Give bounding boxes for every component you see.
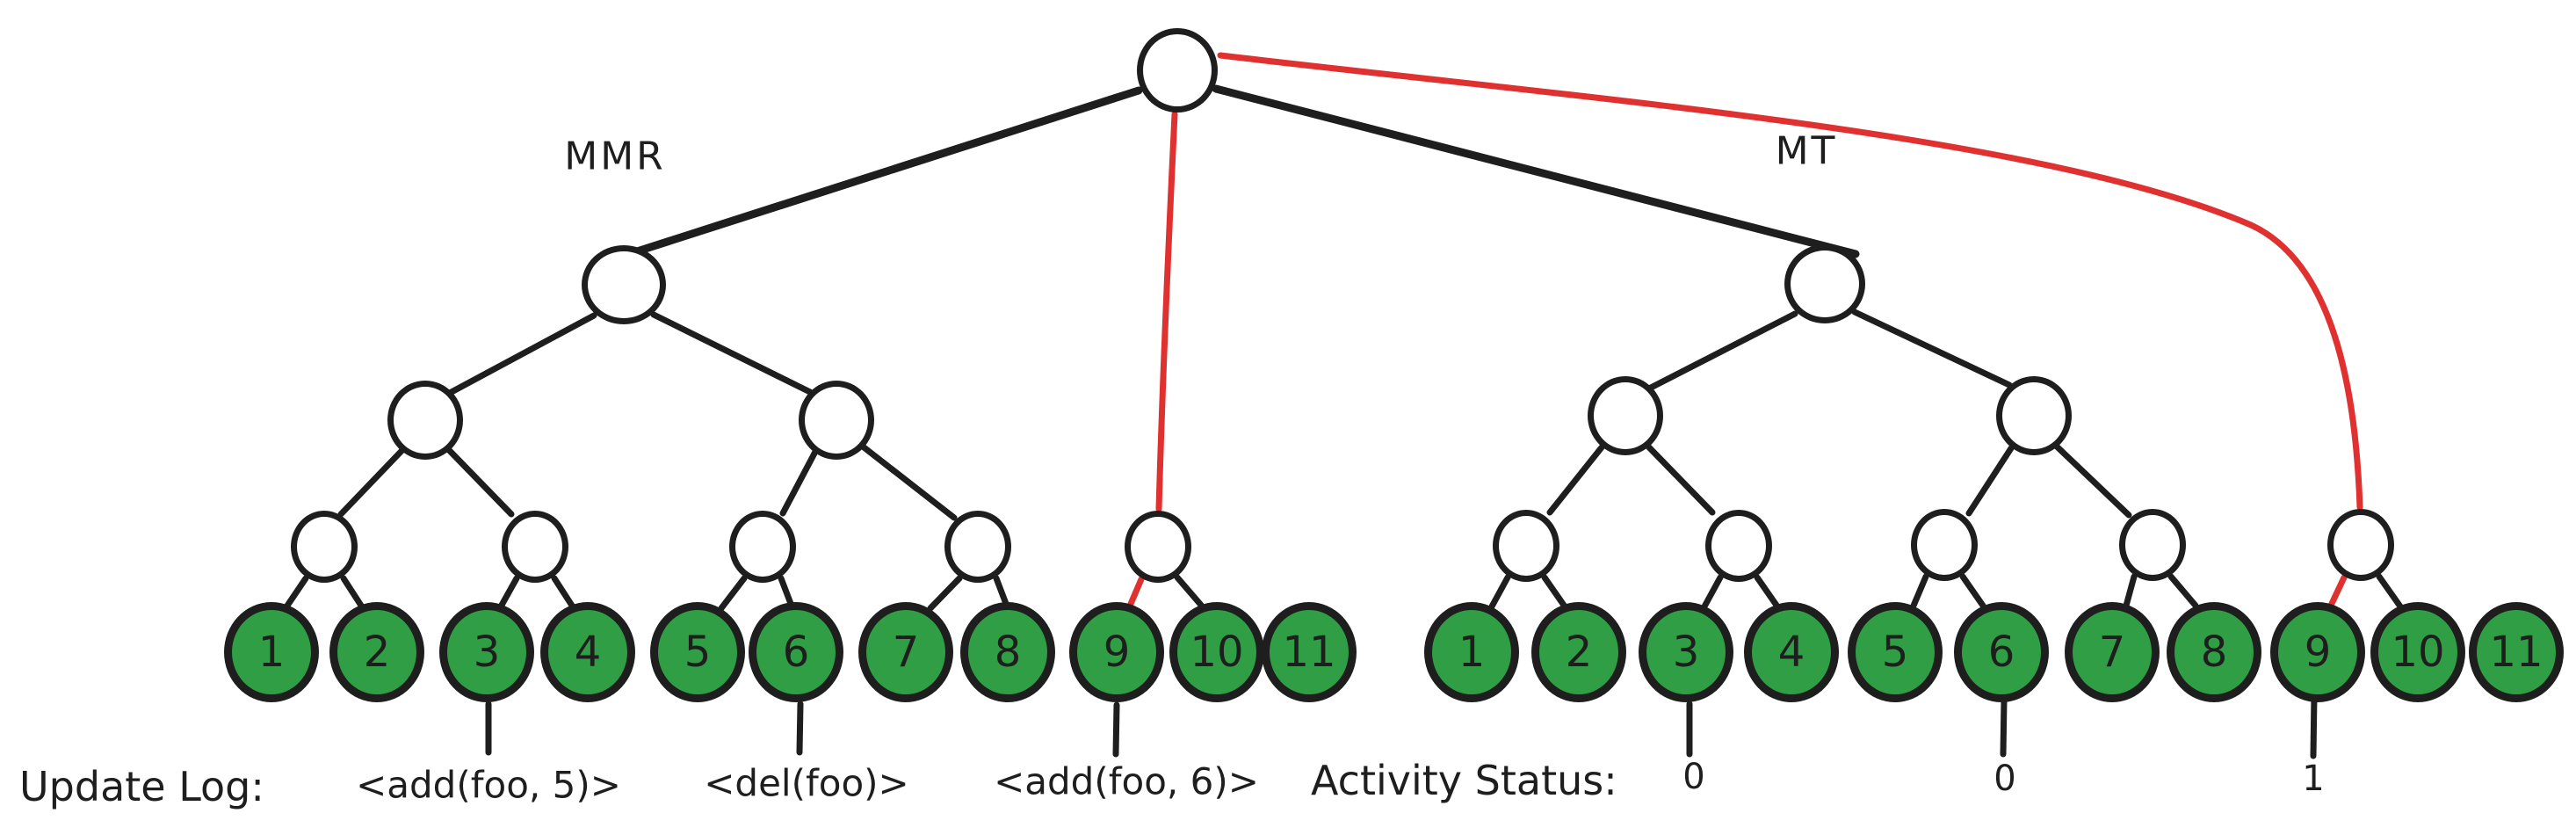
node-mt-leaf-11: 11 (2469, 602, 2564, 702)
node-mmr-leaf-11: 11 (1262, 602, 1357, 702)
node-mmr-p910 (1125, 511, 1191, 583)
edge-mt-l3left-p12 (1546, 444, 1605, 516)
edge-mt-p910-leaf10 (2376, 573, 2404, 610)
node-mt-p12 (1493, 510, 1559, 582)
edge-mt-p56-leaf6 (1959, 573, 1986, 609)
edge-mmr-l2-l3right (650, 311, 814, 396)
edge-mmr-p78-leaf7 (927, 575, 963, 612)
edge-mmr-l3right-p78 (859, 443, 958, 521)
node-mmr-p78 (944, 511, 1011, 583)
node-mmr-leaf-3: 3 (439, 602, 534, 702)
node-mt-leaf-4: 4 (1744, 602, 1839, 702)
mmr-tree-label: MMR (564, 134, 666, 179)
tick-mt-leaf9 (2310, 692, 2318, 759)
node-mt-leaf-1: 1 (1424, 602, 1519, 702)
node-mmr-p56 (729, 511, 796, 583)
node-mt-leaf-9: 9 (2270, 602, 2365, 702)
edge-mmr-l2-l3left (446, 312, 597, 396)
edge-mt-l3left-p34 (1646, 444, 1716, 516)
edge-mmr-p910-leaf10 (1174, 574, 1208, 613)
node-mmr-leaf-9: 9 (1069, 602, 1164, 702)
node-mt-leaf-7: 7 (2065, 602, 2160, 702)
tick-mmr-leaf9 (1112, 701, 1120, 758)
node-root (1137, 28, 1218, 113)
edge-mmr-l3right-p56 (779, 447, 820, 517)
node-mt-p56 (1911, 509, 1978, 581)
node-mt-l3-left (1588, 376, 1663, 455)
update-log-entry: <add(foo, 6)> (994, 759, 1259, 803)
update-log-title: Update Log: (19, 763, 264, 810)
node-mt-leaf-3: 3 (1639, 602, 1733, 702)
activity-status-title: Activity Status: (1311, 757, 1617, 804)
activity-status-value: 1 (2302, 759, 2325, 799)
edge-red-root-mt-p910 (1217, 52, 2363, 511)
node-mt-leaf-10: 10 (2370, 602, 2465, 702)
edge-root-mmr (630, 86, 1143, 257)
activity-status-value: 0 (1682, 757, 1705, 797)
edge-mt-p78-leaf8 (2167, 573, 2199, 609)
node-mt-p34 (1705, 510, 1772, 582)
node-mt-p78 (2119, 509, 2186, 581)
node-mmr-p12 (291, 511, 358, 583)
edge-mmr-p34-leaf3 (496, 575, 520, 612)
node-mt-leaf-5: 5 (1848, 602, 1943, 702)
edge-mmr-p12-leaf2 (340, 575, 366, 612)
node-mt-leaf-2: 2 (1531, 602, 1626, 702)
edge-mmr-p12-leaf1 (282, 575, 309, 612)
node-mmr-l2 (582, 245, 666, 324)
edge-mt-l2-l3right (1851, 309, 2013, 388)
edge-root-mt (1212, 84, 1860, 258)
edge-mmr-p56-leaf5 (718, 575, 748, 612)
mt-tree-label: MT (1775, 128, 1838, 174)
edge-mt-p12-leaf2 (1541, 574, 1568, 610)
edge-mmr-p34-leaf4 (551, 575, 577, 612)
node-mmr-leaf-1: 1 (224, 602, 319, 702)
node-mmr-leaf-7: 7 (858, 602, 953, 702)
node-mt-leaf-8: 8 (2167, 602, 2261, 702)
node-mmr-p34 (502, 511, 568, 583)
edge-mmr-l3left-p34 (445, 446, 515, 518)
node-mmr-leaf-4: 4 (540, 602, 635, 702)
node-mt-l2 (1784, 244, 1865, 323)
node-mt-p910 (2327, 509, 2394, 581)
node-mmr-leaf-10: 10 (1169, 602, 1264, 702)
activity-status-value: 0 (1994, 759, 2016, 799)
node-mmr-leaf-5: 5 (650, 602, 745, 702)
edge-mt-p34-leaf3 (1701, 574, 1724, 610)
edge-mt-p34-leaf4 (1754, 574, 1781, 610)
edge-mt-p12-leaf1 (1488, 574, 1511, 610)
edge-mt-l3right-p78 (2053, 443, 2132, 519)
node-mmr-leaf-8: 8 (960, 602, 1055, 702)
edge-mt-p56-leaf5 (1910, 573, 1929, 609)
tick-mt-leaf6 (2000, 697, 2008, 758)
edge-red-root-mmr-p910 (1155, 111, 1178, 512)
edge-mmr-l3left-p12 (337, 446, 407, 518)
node-mt-l3-right (1996, 376, 2072, 455)
update-log-entry: <del(foo)> (704, 761, 909, 805)
node-mmr-leaf-2: 2 (329, 602, 424, 702)
edge-mt-p78-leaf7 (2123, 573, 2138, 609)
node-mmr-l3-left (387, 381, 463, 460)
edge-mt-l3right-p56 (1965, 445, 2015, 517)
node-mt-leaf-6: 6 (1954, 602, 2049, 702)
edge-mt-l2-l3left (1647, 310, 1798, 391)
edge-red-mt-p910-leaf9 (2326, 574, 2348, 611)
node-mmr-l3-right (799, 381, 874, 460)
update-log-entry: <add(foo, 5)> (356, 763, 621, 807)
node-mmr-leaf-6: 6 (749, 602, 843, 702)
